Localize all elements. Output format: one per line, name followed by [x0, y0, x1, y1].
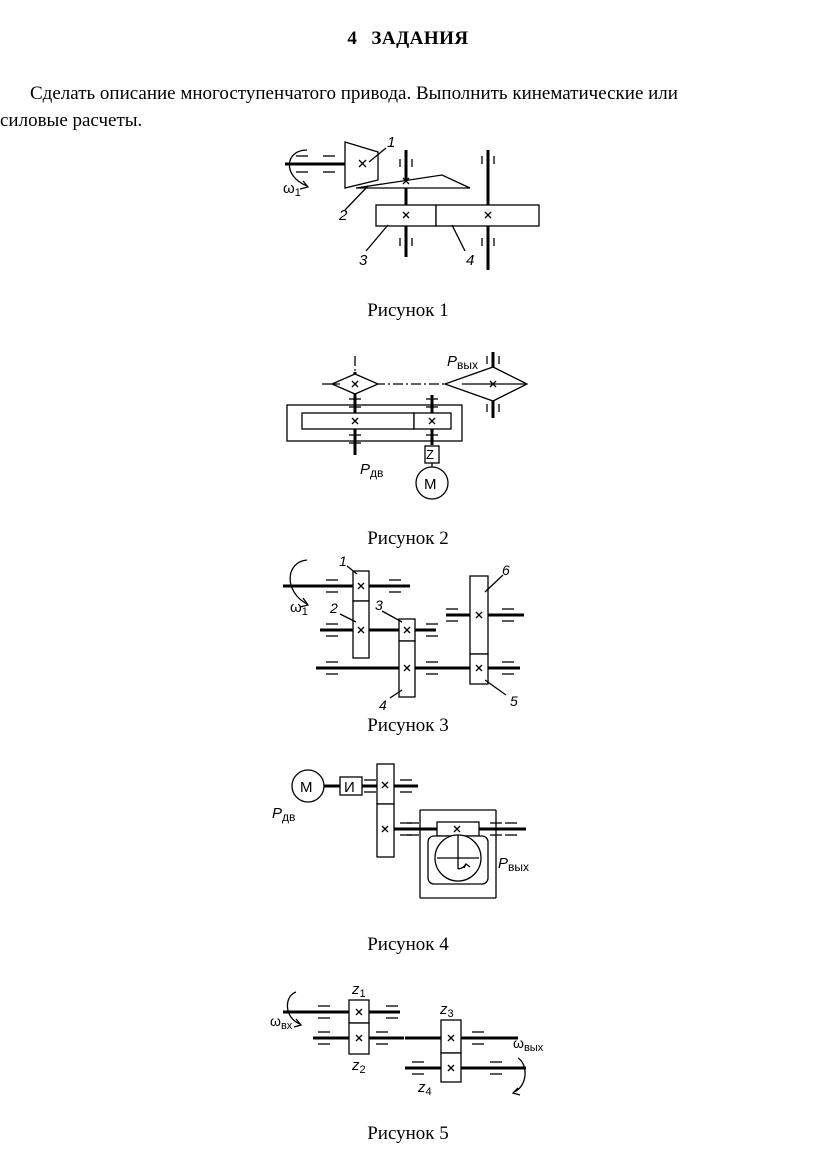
- fig3-label-6: 6: [502, 562, 510, 578]
- fig5-omega-out-label: ωвых: [513, 1035, 544, 1054]
- fig2-motor-label: M: [424, 476, 437, 493]
- figure-5-diagram: ωвх ωвых z1 z2 z3 z4: [270, 981, 544, 1098]
- fig3-label-4: 4: [379, 697, 387, 713]
- fig4-motor-label: M: [300, 779, 313, 796]
- figure-1-diagram: ω1 1 2 3 4: [283, 134, 540, 270]
- figure-4-diagram: M И Pдв Pвых: [272, 763, 529, 899]
- section-number: 4: [347, 28, 358, 49]
- figure-4-caption: Рисунок 4: [367, 934, 449, 955]
- fig1-label-1: 1: [387, 134, 395, 151]
- task-line-2: силовые расчеты.: [0, 110, 143, 131]
- fig2-z-label: Z: [426, 447, 434, 462]
- fig1-label-2: 2: [338, 207, 348, 224]
- fig5-z4-label: z4: [417, 1079, 432, 1098]
- fig2-p-in-label: Pдв: [360, 461, 383, 480]
- fig3-label-1: 1: [339, 553, 347, 569]
- figure-2-diagram: Z M Pвых Pдв: [286, 352, 529, 500]
- figure-5-caption: Рисунок 5: [367, 1123, 449, 1144]
- fig5-z3-label: z3: [439, 1001, 454, 1020]
- fig5-z1-label: z1: [351, 981, 366, 1000]
- fig2-p-out-label: Pвых: [447, 353, 478, 372]
- figure-1-caption: Рисунок 1: [367, 300, 449, 321]
- task-line-1: Сделать описание многоступенчатого приво…: [30, 83, 678, 104]
- figure-3-diagram: ω1 1 2 3 4 5 6: [283, 553, 524, 713]
- fig1-label-4: 4: [466, 252, 474, 269]
- task-paragraph: Сделать описание многоступенчатого приво…: [0, 80, 816, 134]
- fig4-p-out-label: Pвых: [498, 855, 529, 874]
- fig1-label-3: 3: [359, 252, 368, 269]
- section-heading: 4 ЗАДАНИЯ: [0, 28, 816, 50]
- fig4-p-in-label: Pдв: [272, 805, 295, 824]
- fig3-label-3: 3: [375, 597, 383, 613]
- fig4-coupling-label: И: [344, 779, 355, 796]
- fig5-omega-in-label: ωвх: [270, 1013, 293, 1032]
- section-title: ЗАДАНИЯ: [371, 28, 469, 49]
- figure-3-caption: Рисунок 3: [367, 715, 449, 736]
- figure-2-caption: Рисунок 2: [367, 528, 449, 549]
- fig1-omega-label: ω1: [283, 180, 301, 199]
- fig5-z2-label: z2: [351, 1057, 366, 1076]
- fig3-omega-label: ω1: [290, 599, 308, 618]
- fig3-label-5: 5: [510, 693, 518, 709]
- fig3-label-2: 2: [329, 600, 338, 616]
